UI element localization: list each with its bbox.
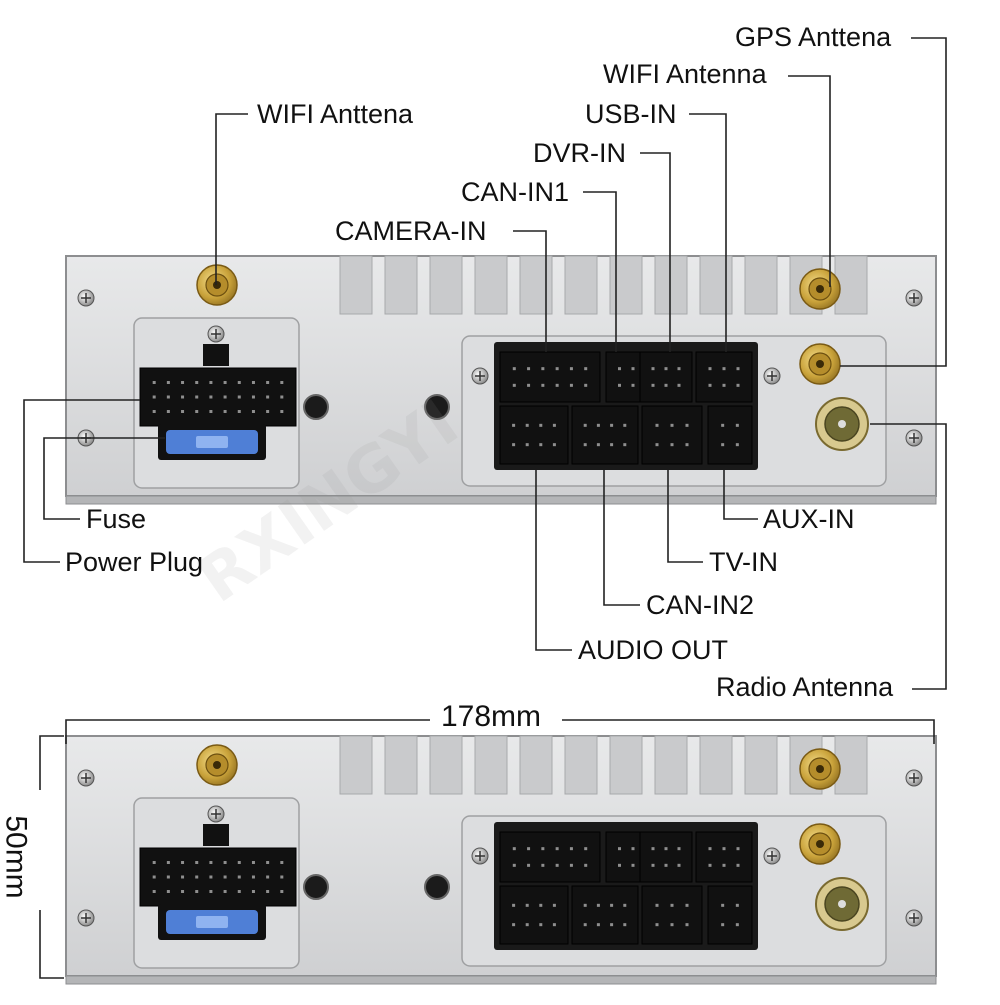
leader-line [788, 75, 831, 287]
grommet [424, 874, 450, 900]
leader-line [723, 470, 758, 520]
label-radio-antenna: Radio Antenna [716, 672, 894, 702]
cooling-fin [654, 255, 688, 315]
cooling-fin [564, 255, 598, 315]
cooling-fin [519, 735, 553, 795]
label-camera-in: CAMERA-IN [335, 216, 487, 246]
label-usb-in: USB-IN [585, 99, 677, 129]
leader-line [513, 230, 547, 352]
dimension-width: 178mm [437, 702, 546, 732]
leader-line [667, 470, 703, 563]
cooling-fin [699, 735, 733, 795]
cooling-fin [384, 255, 418, 315]
label-gps-antenna: GPS Anttena [735, 22, 892, 52]
cooling-fin [744, 255, 778, 315]
cooling-fin [339, 255, 373, 315]
label-can-in2: CAN-IN2 [646, 590, 755, 620]
grommet [303, 394, 329, 420]
grommet [424, 394, 450, 420]
dimension-line-height [39, 910, 64, 979]
label-tv-in: TV-IN [709, 547, 779, 577]
cooling-fin [744, 735, 778, 795]
cooling-fin [474, 255, 508, 315]
dimension-line-width [65, 719, 430, 744]
cooling-fin [474, 735, 508, 795]
leader-line [535, 470, 572, 651]
cooling-fin [519, 255, 553, 315]
leader-line [603, 470, 640, 606]
cooling-fin [429, 735, 463, 795]
cooling-fin [654, 735, 688, 795]
cooling-fin [564, 735, 598, 795]
head-unit-panel-1 [65, 255, 937, 505]
leader-line [215, 113, 248, 285]
cooling-fin [609, 255, 643, 315]
leader-line [840, 37, 947, 367]
label-wifi-antenna-right: WIFI Antenna [603, 59, 767, 89]
label-wifi-antenna-left: WIFI Anttena [257, 99, 414, 129]
cooling-fin [339, 735, 373, 795]
leader-line [583, 191, 617, 352]
leader-line [23, 399, 140, 563]
leader-line [640, 152, 671, 352]
dimension-line-width [562, 719, 935, 744]
leader-line [43, 437, 165, 520]
label-aux-in: AUX-IN [763, 504, 855, 534]
grommet [303, 874, 329, 900]
leader-line [870, 423, 947, 690]
label-can-in1: CAN-IN1 [461, 177, 570, 207]
cooling-fin [609, 735, 643, 795]
label-power-plug: Power Plug [65, 547, 204, 577]
label-audio-out: AUDIO OUT [578, 635, 729, 665]
dimension-line-height [39, 735, 64, 790]
leader-line [689, 113, 727, 352]
head-unit-panel-2 [65, 735, 937, 985]
cooling-fin [429, 255, 463, 315]
label-dvr-in: DVR-IN [533, 138, 626, 168]
cooling-fin [384, 735, 418, 795]
cooling-fin [699, 255, 733, 315]
dimension-height: 50mm [0, 811, 33, 903]
label-fuse: Fuse [86, 504, 147, 534]
